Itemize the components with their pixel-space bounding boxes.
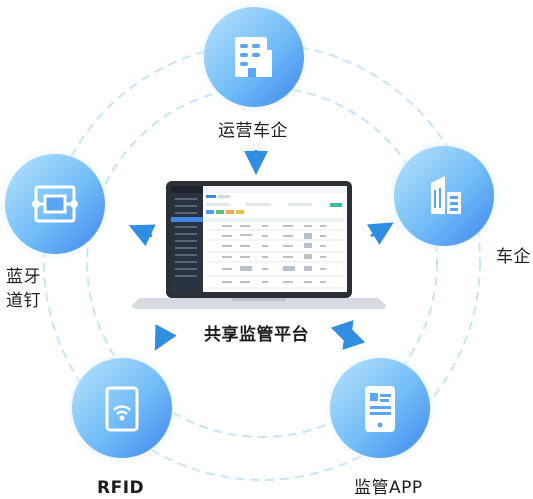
mobile-phone-icon <box>365 386 395 432</box>
bluetooth-nail-icon <box>32 185 78 223</box>
bluetooth-nail-label-line2: 道钉 <box>6 291 41 311</box>
app-label: 监管APP <box>354 478 423 498</box>
operator-node <box>197 0 311 114</box>
arrow-platform-to-rfid <box>154 324 177 351</box>
app-node <box>323 351 437 465</box>
rfid-node <box>65 351 179 465</box>
rfid-label: RFID <box>97 478 145 498</box>
flow-arrows <box>128 150 394 351</box>
arrow-platform-to-enterprise <box>366 222 394 246</box>
bluetooth-nail-label-line1: 蓝牙 <box>6 267 41 287</box>
office-buildings-icon <box>431 176 461 214</box>
enterprise-node <box>387 139 501 253</box>
laptop-dashboard-icon <box>132 181 386 309</box>
arrow-platform-to-nail <box>128 224 156 247</box>
bluetooth-nail-node <box>0 147 112 261</box>
rfid-card-icon <box>105 386 139 432</box>
enterprise-label: 车企 <box>496 247 531 267</box>
operator-label: 运营车企 <box>218 121 288 141</box>
building-icon <box>235 37 272 77</box>
arrow-platform-app-bidirectional <box>330 319 366 351</box>
platform-label: 共享监管平台 <box>204 325 309 345</box>
